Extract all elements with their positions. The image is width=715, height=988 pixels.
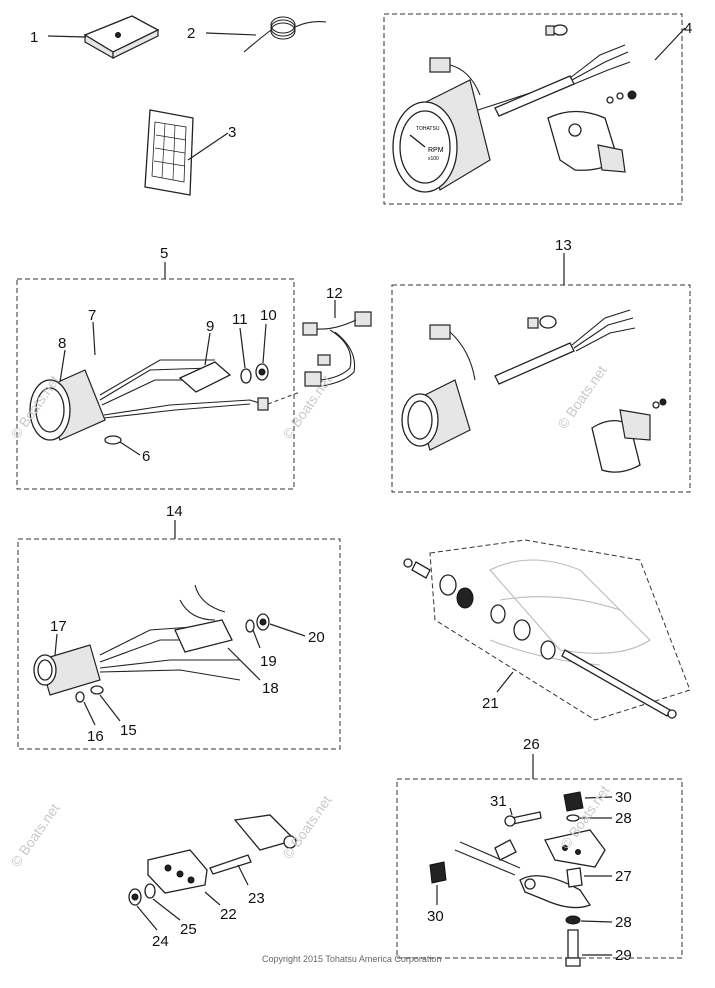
part-2-wire-coil: 2 <box>187 16 327 53</box>
group-4-tachometer-kit: 4 TOHATSU RPM x100 <box>383 13 692 205</box>
callout-14: 14 <box>166 503 183 520</box>
callout-30-top: 30 <box>615 789 632 806</box>
callout-16: 16 <box>87 728 104 745</box>
callout-29: 29 <box>615 947 632 964</box>
callout-30-bottom: 30 <box>427 908 444 925</box>
copyright-text: Copyright 2015 Tohatsu America Corporati… <box>262 954 441 964</box>
callout-25: 25 <box>180 921 197 938</box>
part-1-pouch: 1 <box>30 15 160 60</box>
tach-rpm: RPM <box>428 147 444 154</box>
callout-19: 19 <box>260 653 277 670</box>
callout-17: 17 <box>50 618 67 635</box>
part-12-harness: 12 <box>267 285 372 405</box>
callout-7: 7 <box>88 307 96 324</box>
callout-13: 13 <box>555 237 572 254</box>
group-13-gauge-kit: 13 <box>391 237 691 493</box>
callout-18: 18 <box>262 680 279 697</box>
callout-26: 26 <box>523 736 540 753</box>
callout-1: 1 <box>30 29 38 46</box>
watermark-right: © Boats.net <box>554 362 609 431</box>
callout-9: 9 <box>206 318 214 335</box>
callout-23: 23 <box>248 890 265 907</box>
watermark-bottom-left: © Boats.net <box>7 800 62 869</box>
callout-21: 21 <box>482 695 499 712</box>
watermark-bottom-mid: © Boats.net <box>279 792 334 861</box>
callout-31: 31 <box>490 793 507 810</box>
callout-4: 4 <box>684 20 692 37</box>
callout-12: 12 <box>326 285 343 302</box>
callout-10: 10 <box>260 307 277 324</box>
callout-28-bottom: 28 <box>615 914 632 931</box>
callout-2: 2 <box>187 25 195 42</box>
group-14-trim-gauge-kit: 14 17 18 19 20 16 15 <box>17 503 341 750</box>
part-22-25-bracket: 22 23 24 25 <box>128 814 297 950</box>
callout-28-top: 28 <box>615 810 632 827</box>
callout-5: 5 <box>160 245 168 262</box>
callout-22: 22 <box>220 906 237 923</box>
callout-3: 3 <box>228 124 236 141</box>
group-5-trim-meter-kit: 5 8 7 9 11 10 6 <box>16 245 295 490</box>
callout-15: 15 <box>120 722 137 739</box>
group-26-lever-assembly: 26 31 30 28 27 28 29 <box>396 736 683 967</box>
callout-6: 6 <box>142 448 150 465</box>
part-21-mount-assembly: 21 <box>403 539 691 721</box>
callout-8: 8 <box>58 335 66 352</box>
callout-24: 24 <box>152 933 169 950</box>
callout-11: 11 <box>232 311 248 328</box>
watermarks: © Boats.net © Boats.net © Boats.net © Bo… <box>7 362 612 869</box>
callout-20: 20 <box>308 629 325 646</box>
part-3-label-sheet: 3 <box>144 109 236 196</box>
callout-27: 27 <box>615 868 632 885</box>
tach-scale: x100 <box>428 156 439 162</box>
tach-brand: TOHATSU <box>416 126 440 132</box>
